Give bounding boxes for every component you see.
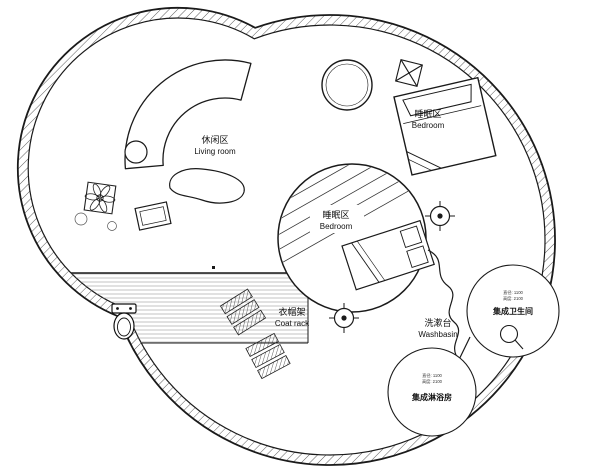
washbasin-label-zh: 洗漱台 [424,317,451,328]
plant-icon [84,183,116,213]
ottoman-seat [134,201,172,231]
bathroom-pod-label: 集成卫生间 [492,306,533,316]
fixture-target-icon [329,303,359,333]
plant-leaf-icon [74,212,88,226]
bathroom-pod-dim2: 高度: 2100 [503,295,524,302]
plant-pot [83,181,117,215]
bathroom-pod: 直径: 1100 高度: 2100 集成卫生间 [466,264,560,358]
washbasin-counter-wave [427,249,460,356]
bedroom-main-label-zh: 睡眠区 [414,108,441,119]
living-label-zh: 休闲区 [201,134,228,145]
bed-pillow [402,83,472,117]
washbasin-label-en: Washbasin [418,330,457,339]
shower-pod-dim1: 直径: 1100 [422,372,442,378]
shower-pod: 直径: 1100 高度: 2100 集成淋浴房 [387,347,477,437]
area-labels: 休闲区 Living room 睡眠区 Bedroom 睡眠区 Bedroom … [194,108,457,339]
shower-pod-label: 集成淋浴房 [411,392,452,402]
pendant-square-icon [394,58,424,88]
deck-marker [212,266,215,269]
sofa-end-cushion [124,140,148,164]
main-bed [393,76,497,176]
plant-leaf-icon [107,221,117,231]
curved-sofa [124,59,252,170]
basin-icon [499,324,524,350]
bathroom-pod-dim1: 直径: 1100 [503,289,523,295]
toilet-icon [111,303,137,340]
pod-bed-pillow [399,225,423,248]
bedroom-pod-label-en: Bedroom [320,222,353,231]
coat-rack-label-en: Coat rack [275,319,310,328]
pod-bed [341,219,435,291]
shower-pod-dim2: 高度: 2100 [422,378,443,385]
coat-rack-label-zh: 衣帽架 [278,306,305,317]
pod-bed-pillow [406,245,429,268]
coffee-table [169,168,245,204]
round-table [321,59,373,111]
coat-rack-2 [245,332,291,380]
coat-rack-1 [219,288,267,336]
bedroom-main-label-en: Bedroom [412,121,445,130]
living-label-en: Living room [194,147,236,156]
fixture-target-icon [425,201,455,231]
pod-label-backing [310,205,364,233]
bedroom-pod-label-zh: 睡眠区 [322,209,349,220]
deck-strip [38,266,309,344]
